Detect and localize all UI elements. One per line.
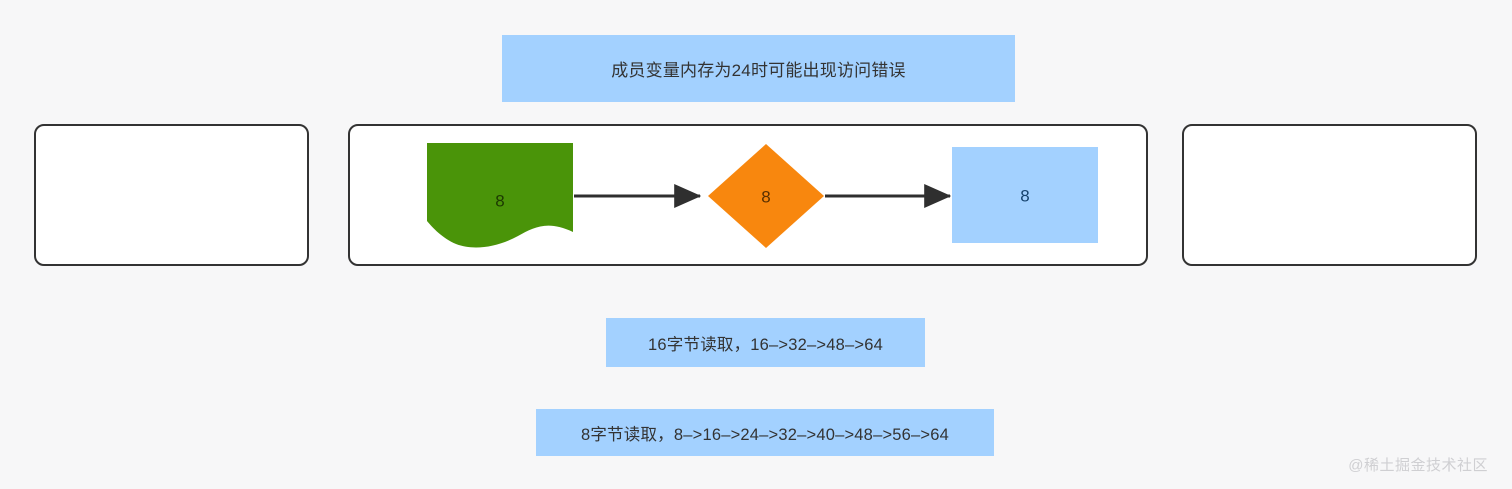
- blue-rectangle-value: 8: [1020, 186, 1029, 205]
- diamond-shape-icon: [708, 144, 824, 248]
- orange-diamond-value: 8: [761, 187, 770, 206]
- read-16-byte-label: 16字节读取，16–>32–>48–>64: [606, 318, 925, 367]
- blue-rectangle-node: 8: [952, 147, 1098, 243]
- memory-block-left: [34, 124, 309, 266]
- flow-stage: 8 8 8: [427, 143, 1098, 248]
- watermark-text: @稀土掘金技术社区: [1348, 457, 1488, 474]
- green-document-node: 8: [427, 143, 573, 248]
- memory-block-right: [1182, 124, 1477, 266]
- green-document-value: 8: [495, 191, 504, 210]
- top-note-banner: 成员变量内存为24时可能出现访问错误: [502, 35, 1015, 102]
- read-8-byte-label: 8字节读取，8–>16–>24–>32–>40–>48–>56–>64: [536, 409, 994, 456]
- rectangle-shape-icon: [952, 147, 1098, 243]
- document-shape-icon: [427, 143, 573, 248]
- orange-diamond-node: 8: [708, 144, 824, 248]
